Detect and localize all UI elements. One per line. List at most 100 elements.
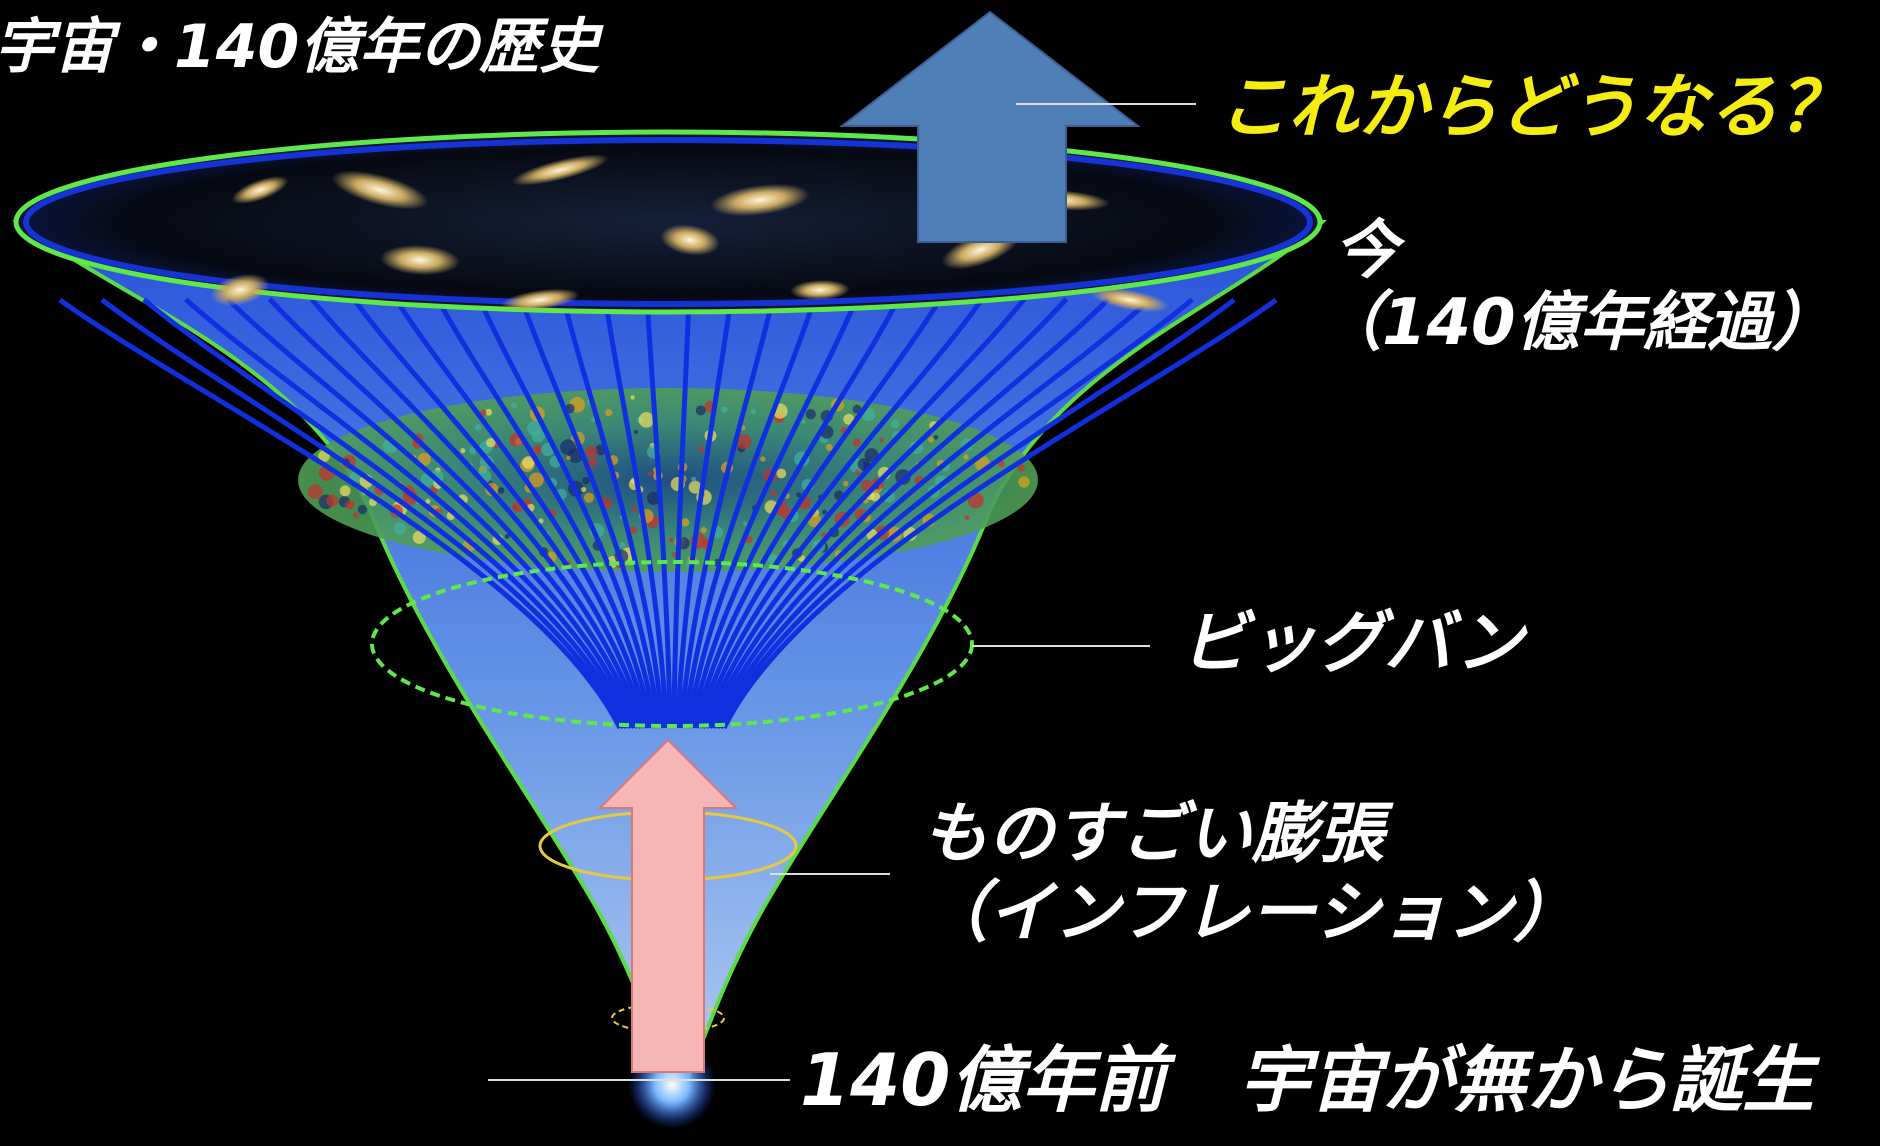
cmb-speckle <box>671 552 677 558</box>
expansion-line <box>184 297 634 729</box>
expansion-line <box>678 297 776 729</box>
cmb-speckle <box>522 456 535 469</box>
galaxy-icon <box>660 224 720 256</box>
expansion-line <box>674 297 734 729</box>
expansion-line <box>309 297 644 729</box>
galaxy-icon <box>231 176 289 204</box>
expansion-line <box>602 297 670 729</box>
cmb-speckle <box>326 494 339 507</box>
cmb-speckle <box>393 522 407 536</box>
galaxy-icon <box>380 244 460 276</box>
cmb-speckle <box>721 406 728 413</box>
cmb-speckle <box>760 456 766 462</box>
cmb-speckle <box>560 439 576 456</box>
expansion-line <box>644 297 673 729</box>
cmb-speckle <box>750 408 756 414</box>
galaxy-icon <box>331 170 429 210</box>
cmb-speckle <box>695 405 706 416</box>
cmb-speckle <box>698 446 705 453</box>
cmb-speckle <box>582 477 590 485</box>
cmb-speckle <box>933 434 939 440</box>
expansion-line <box>393 297 652 729</box>
expansion-line <box>477 297 659 729</box>
cmb-speckle <box>566 455 571 461</box>
inflation-label: ものすごい膨張 （インフレーション） <box>922 794 1579 952</box>
cmb-speckle <box>580 486 587 493</box>
inflation-label-line1: ものすごい膨張 <box>922 795 1384 872</box>
cmb-speckle <box>629 526 638 535</box>
expansion-lines <box>58 297 1278 730</box>
cmb-speckle <box>852 438 861 447</box>
cmb-speckle <box>504 533 510 540</box>
cmb-speckle <box>681 518 690 527</box>
cmb-speckle <box>736 433 752 450</box>
present-universe-mouth <box>13 129 1323 315</box>
cmb-speckle <box>460 448 466 454</box>
cmb-speckle <box>648 471 653 476</box>
now-label-line1: 今 <box>1334 214 1398 288</box>
expansion-line <box>267 297 641 729</box>
cmb-speckle <box>532 445 543 455</box>
cmb-speckle <box>647 491 661 505</box>
cmb-speckle <box>605 409 613 417</box>
birth-label: 140億年前 宇宙が無から誕生 <box>800 1038 1815 1122</box>
cmb-speckle <box>531 429 545 443</box>
expansion-line <box>682 297 818 729</box>
expansion-line <box>710 297 1152 729</box>
cmb-speckle <box>801 419 806 424</box>
cmb-speckle <box>854 469 861 475</box>
cmb-speckle <box>688 480 702 494</box>
expansion-line <box>707 297 1111 729</box>
cmb-speckle <box>497 487 505 494</box>
cmb-speckle <box>339 485 351 497</box>
cmb-speckle <box>511 402 518 409</box>
galaxy-icon <box>790 279 850 301</box>
cmb-speckle <box>585 445 598 458</box>
future-arrow <box>839 10 1141 243</box>
cmb-speckle <box>1018 476 1030 488</box>
expansion-line <box>689 297 901 729</box>
cmb-speckle <box>770 490 777 497</box>
cmb-speckle <box>630 395 635 400</box>
cmb-speckle <box>638 412 655 428</box>
expansion-line <box>435 297 655 729</box>
cmb-speckle <box>822 509 828 515</box>
cmb-speckle <box>619 542 626 548</box>
expansion-line <box>692 297 943 729</box>
expansion-line <box>696 297 985 729</box>
cmb-speckle <box>843 413 855 425</box>
expansion-line <box>714 297 1194 729</box>
big-bang-label: ビッグバン <box>1180 604 1524 683</box>
expansion-line <box>721 297 1278 730</box>
cmb-speckle <box>486 437 496 448</box>
expansion-line <box>351 297 648 729</box>
cmb-speckle <box>743 521 748 526</box>
expansion-line <box>100 297 626 730</box>
galaxy-icon <box>710 183 810 217</box>
cmb-speckle <box>425 498 431 504</box>
expansion-line <box>58 297 623 730</box>
cmb-speckle <box>588 457 598 467</box>
galaxy-icon <box>1090 287 1170 313</box>
cmb-speckle <box>479 409 487 417</box>
inflation-label-line2: （インフレーション） <box>922 874 1579 952</box>
expansion-line <box>700 297 1027 729</box>
cmb-speckle <box>485 408 493 416</box>
cmb-speckle <box>631 506 637 512</box>
cmb-speckle <box>469 446 477 455</box>
cmb-speckle <box>633 429 639 435</box>
expansion-line <box>142 297 630 729</box>
cmb-speckle <box>345 500 355 510</box>
cmb-speckle <box>852 404 862 414</box>
expansion-line <box>718 297 1236 730</box>
cmb-speckle <box>412 530 426 544</box>
cmb-speckle <box>890 419 900 429</box>
inner-ring <box>611 1003 725 1033</box>
cmb-speckle <box>796 492 802 498</box>
cmb-speckle <box>700 526 707 534</box>
expansion-line <box>685 297 859 729</box>
now-label: 今 （140億年経過） <box>1318 214 1836 359</box>
expansion-line <box>560 297 666 729</box>
cmb-speckle <box>691 476 697 482</box>
